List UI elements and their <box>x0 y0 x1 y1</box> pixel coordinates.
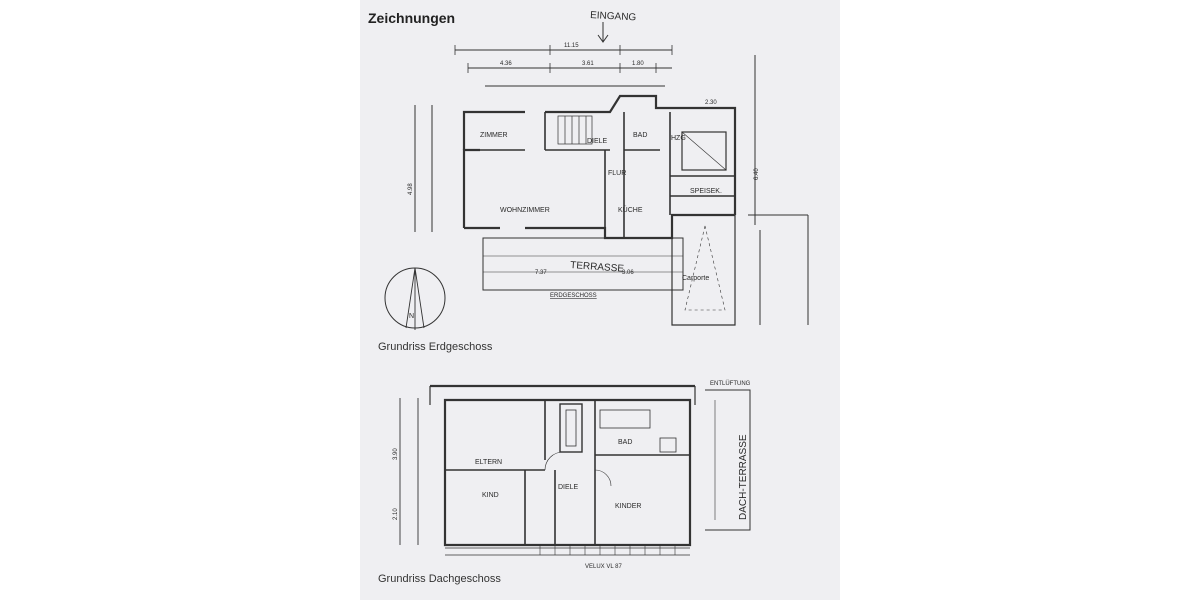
floor-plan-sheet: Zeichnungen <box>360 0 840 600</box>
room-diele-upper: DIELE <box>558 484 579 491</box>
ground-floor-label: ERDGESCHOSS <box>550 293 597 299</box>
dim-d6: 4.98 <box>408 183 414 195</box>
velux-note: VELUX VL 87 <box>585 564 622 570</box>
dim-total: 11.15 <box>564 43 579 49</box>
section-title: Zeichnungen <box>368 10 456 26</box>
room-speisek: SPEISEK. <box>690 188 722 195</box>
ground-floor-caption: Grundriss Erdgeschoss <box>378 341 493 353</box>
room-bad-ground: BAD <box>633 132 647 139</box>
room-bad-upper: BAD <box>618 439 632 446</box>
dim-d7: 2.30 <box>705 100 717 106</box>
room-kinder: KINDER <box>615 503 641 510</box>
dim-upper-d2: 2.10 <box>393 508 399 520</box>
dim-d2: 3.61 <box>582 61 594 67</box>
room-hzg: HZG <box>671 135 686 142</box>
room-kind: KIND <box>482 492 499 499</box>
entrance-arrow <box>597 22 609 43</box>
dim-d8: 6.40 <box>754 168 760 180</box>
room-zimmer: ZIMMER <box>480 132 508 139</box>
dim-d1: 4.36 <box>500 61 512 67</box>
room-flur: FLUR <box>608 170 626 177</box>
dim-d3: 1.80 <box>632 61 644 67</box>
entrance-note: EINGANG <box>590 10 637 23</box>
room-diele-ground: DIELE <box>587 138 608 145</box>
room-eltern: ELTERN <box>475 459 502 466</box>
upper-floor-caption: Grundriss Dachgeschoss <box>378 573 501 585</box>
dim-d5: 3.06 <box>622 270 634 276</box>
floor-plan-drawing: EINGANG 11.15 4.36 3.61 1.80 2.30 4.98 6… <box>384 10 809 570</box>
ventilation-note: ENTLÜFTUNG <box>710 380 751 387</box>
north-label: N <box>409 313 414 320</box>
room-wohnzimmer: WOHNZIMMER <box>500 207 550 214</box>
room-dachterrasse: DACH-TERRASSE <box>738 434 749 520</box>
dim-d4: 7.37 <box>535 270 547 276</box>
room-carport: Carporte <box>682 275 709 282</box>
room-kueche: KÜCHE <box>618 206 643 214</box>
room-terrasse: TERRASSE <box>570 260 625 275</box>
dim-upper-d1: 3.90 <box>393 448 399 460</box>
